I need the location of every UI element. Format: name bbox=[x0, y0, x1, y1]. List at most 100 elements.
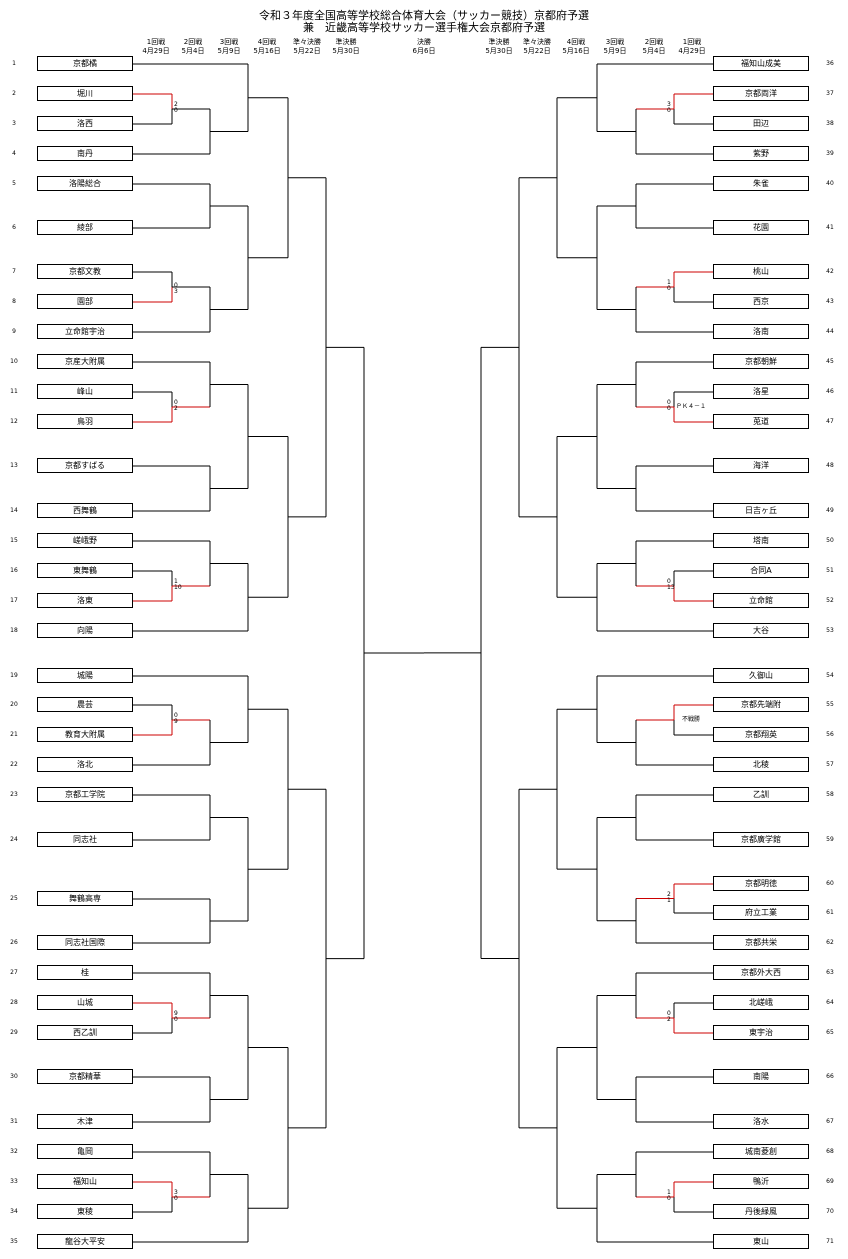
round-date: 5月30日 bbox=[332, 47, 360, 55]
team-box: 福知山成美 bbox=[713, 56, 809, 71]
seed-number: 17 bbox=[10, 597, 18, 604]
team-box: 朱雀 bbox=[713, 176, 809, 191]
match-score: 2 bbox=[174, 101, 178, 108]
team-box: 京都工学院 bbox=[37, 787, 133, 802]
seed-number: 65 bbox=[826, 1029, 834, 1036]
seed-number: 51 bbox=[826, 567, 834, 574]
team-box: 京都すばる bbox=[37, 458, 133, 473]
match-score: 1 bbox=[667, 897, 671, 904]
team-box: 海洋 bbox=[713, 458, 809, 473]
team-box: 京都両洋 bbox=[713, 86, 809, 101]
match-score: 1 bbox=[667, 279, 671, 286]
match-score: 0 bbox=[174, 107, 178, 114]
team-box: 同志社国際 bbox=[37, 935, 133, 950]
match-score: 0 bbox=[667, 107, 671, 114]
seed-number: 47 bbox=[826, 418, 834, 425]
team-box: 京都文教 bbox=[37, 264, 133, 279]
team-box: 洛西 bbox=[37, 116, 133, 131]
round-date: 5月9日 bbox=[217, 47, 241, 55]
team-box: 南陽 bbox=[713, 1069, 809, 1084]
seed-number: 60 bbox=[826, 880, 834, 887]
round-date: 4月29日 bbox=[678, 47, 706, 55]
seed-number: 68 bbox=[826, 1148, 834, 1155]
team-box: 京都橘 bbox=[37, 56, 133, 71]
team-box: 西京 bbox=[713, 294, 809, 309]
team-box: 城南菱創 bbox=[713, 1144, 809, 1159]
round-date: 4月29日 bbox=[142, 47, 170, 55]
team-box: 桂 bbox=[37, 965, 133, 980]
team-box: 亀岡 bbox=[37, 1144, 133, 1159]
seed-number: 25 bbox=[10, 895, 18, 902]
match-score: 2 bbox=[667, 891, 671, 898]
seed-number: 53 bbox=[826, 627, 834, 634]
seed-number: 12 bbox=[10, 418, 18, 425]
team-box: 花園 bbox=[713, 220, 809, 235]
seed-number: 61 bbox=[826, 909, 834, 916]
seed-number: 70 bbox=[826, 1208, 834, 1215]
seed-number: 71 bbox=[826, 1238, 834, 1245]
team-box: 丹後緑風 bbox=[713, 1204, 809, 1219]
team-box: 農芸 bbox=[37, 697, 133, 712]
round-name: 準決勝 bbox=[488, 38, 510, 46]
round-date: 5月4日 bbox=[642, 47, 666, 55]
seed-number: 7 bbox=[12, 268, 16, 275]
match-score: 3 bbox=[174, 288, 178, 295]
round-name: 1回戦 bbox=[146, 38, 166, 46]
round-date: 5月16日 bbox=[253, 47, 281, 55]
pk-note: ＰＫ４－１ bbox=[676, 403, 707, 410]
round-name: 準々決勝 bbox=[293, 38, 321, 46]
seed-number: 8 bbox=[12, 298, 16, 305]
match-score: 2 bbox=[174, 405, 178, 412]
seed-number: 6 bbox=[12, 224, 16, 231]
seed-number: 26 bbox=[10, 939, 18, 946]
round-date: 6月6日 bbox=[412, 47, 436, 55]
team-box: 城陽 bbox=[37, 668, 133, 683]
team-box: 洛陽総合 bbox=[37, 176, 133, 191]
match-score: 2 bbox=[667, 1016, 671, 1023]
team-box: 京都朝鮮 bbox=[713, 354, 809, 369]
team-box: 教育大附属 bbox=[37, 727, 133, 742]
round-name: 準決勝 bbox=[335, 38, 357, 46]
seed-number: 37 bbox=[826, 90, 834, 97]
team-box: 峰山 bbox=[37, 384, 133, 399]
team-box: 立命館 bbox=[713, 593, 809, 608]
seed-number: 38 bbox=[826, 120, 834, 127]
match-score: 0 bbox=[174, 399, 178, 406]
seed-number: 63 bbox=[826, 969, 834, 976]
team-box: 京都共栄 bbox=[713, 935, 809, 950]
match-score: 9 bbox=[174, 718, 178, 725]
seed-number: 11 bbox=[10, 388, 18, 395]
team-box: 田辺 bbox=[713, 116, 809, 131]
team-box: 北嵯峨 bbox=[713, 995, 809, 1010]
tournament-title: 令和３年度全国高等学校総合体育大会（サッカー競技）京都府予選 bbox=[259, 9, 589, 22]
team-box: 福知山 bbox=[37, 1174, 133, 1189]
seed-number: 45 bbox=[826, 358, 834, 365]
team-box: 大谷 bbox=[713, 623, 809, 638]
team-box: 南丹 bbox=[37, 146, 133, 161]
seed-number: 56 bbox=[826, 731, 834, 738]
team-box: 洛水 bbox=[713, 1114, 809, 1129]
seed-number: 48 bbox=[826, 462, 834, 469]
team-box: 龍谷大平安 bbox=[37, 1234, 133, 1249]
team-box: 京都先端附 bbox=[713, 697, 809, 712]
team-box: 日吉ヶ丘 bbox=[713, 503, 809, 518]
team-box: 洛南 bbox=[713, 324, 809, 339]
round-name: 3回戦 bbox=[219, 38, 239, 46]
seed-number: 46 bbox=[826, 388, 834, 395]
team-box: 乙訓 bbox=[713, 787, 809, 802]
team-box: 東宇治 bbox=[713, 1025, 809, 1040]
seed-number: 4 bbox=[12, 150, 16, 157]
round-name: 2回戦 bbox=[183, 38, 203, 46]
seed-number: 1 bbox=[12, 60, 16, 67]
team-box: 塔南 bbox=[713, 533, 809, 548]
seed-number: 22 bbox=[10, 761, 18, 768]
seed-number: 32 bbox=[10, 1148, 18, 1155]
